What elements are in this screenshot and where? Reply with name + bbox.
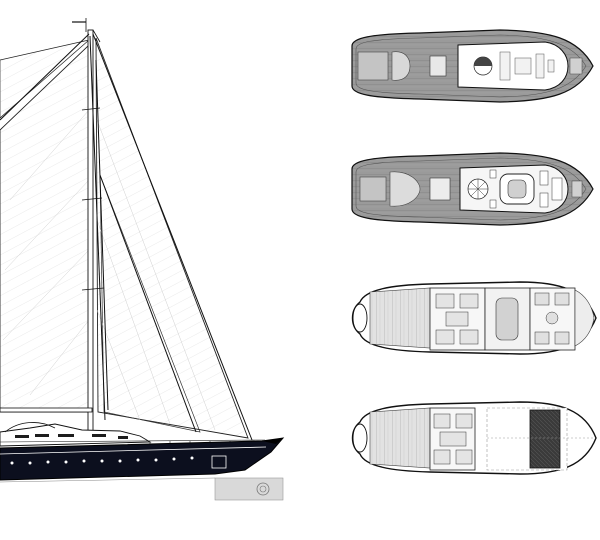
deckhouse bbox=[0, 423, 152, 447]
saloon-furniture bbox=[489, 169, 563, 209]
portholes bbox=[10, 456, 194, 465]
main-foredeck-hatch bbox=[571, 180, 583, 198]
forepeak bbox=[574, 289, 595, 347]
lower-deck-plan bbox=[351, 281, 597, 355]
sail-plan-profile bbox=[0, 18, 285, 501]
main-aft-cockpit bbox=[359, 176, 387, 202]
spiral-stair-treads bbox=[468, 179, 488, 199]
guest-berths bbox=[435, 293, 479, 345]
foredeck-hatch bbox=[569, 57, 583, 75]
scale-seal-inner bbox=[259, 485, 267, 493]
bowsprit bbox=[262, 438, 283, 444]
sun-deck-plan bbox=[351, 29, 594, 103]
tank-transom bbox=[352, 423, 368, 453]
doghouse-dome bbox=[4, 422, 56, 433]
waterline bbox=[0, 477, 216, 483]
ballast-keel bbox=[529, 409, 561, 469]
standing-rigging bbox=[0, 33, 253, 441]
transom-garage bbox=[352, 303, 368, 333]
tank-deck-plan bbox=[351, 401, 597, 475]
deckhouse-windows bbox=[15, 434, 128, 439]
lazarette bbox=[369, 287, 431, 349]
cove-stripe bbox=[0, 446, 267, 455]
main-deck-plan bbox=[351, 152, 594, 226]
staysail bbox=[99, 174, 201, 433]
anchor-pocket bbox=[211, 455, 227, 469]
scale-seal bbox=[256, 482, 270, 496]
sail-seams bbox=[2, 109, 216, 431]
engine bbox=[495, 297, 519, 341]
genoa-sail bbox=[95, 37, 249, 439]
main-helm bbox=[429, 177, 451, 201]
masthead bbox=[92, 29, 101, 43]
main-settee bbox=[389, 171, 421, 207]
tank-lazarette bbox=[369, 407, 431, 469]
boom bbox=[0, 407, 93, 413]
helm-station bbox=[429, 55, 447, 77]
aft-settee bbox=[391, 51, 411, 81]
tanks bbox=[433, 413, 473, 465]
crew-berths bbox=[534, 292, 570, 345]
baseline-strip bbox=[214, 477, 284, 501]
deckhouse-furniture bbox=[499, 51, 555, 81]
aft-cockpit bbox=[357, 51, 389, 81]
